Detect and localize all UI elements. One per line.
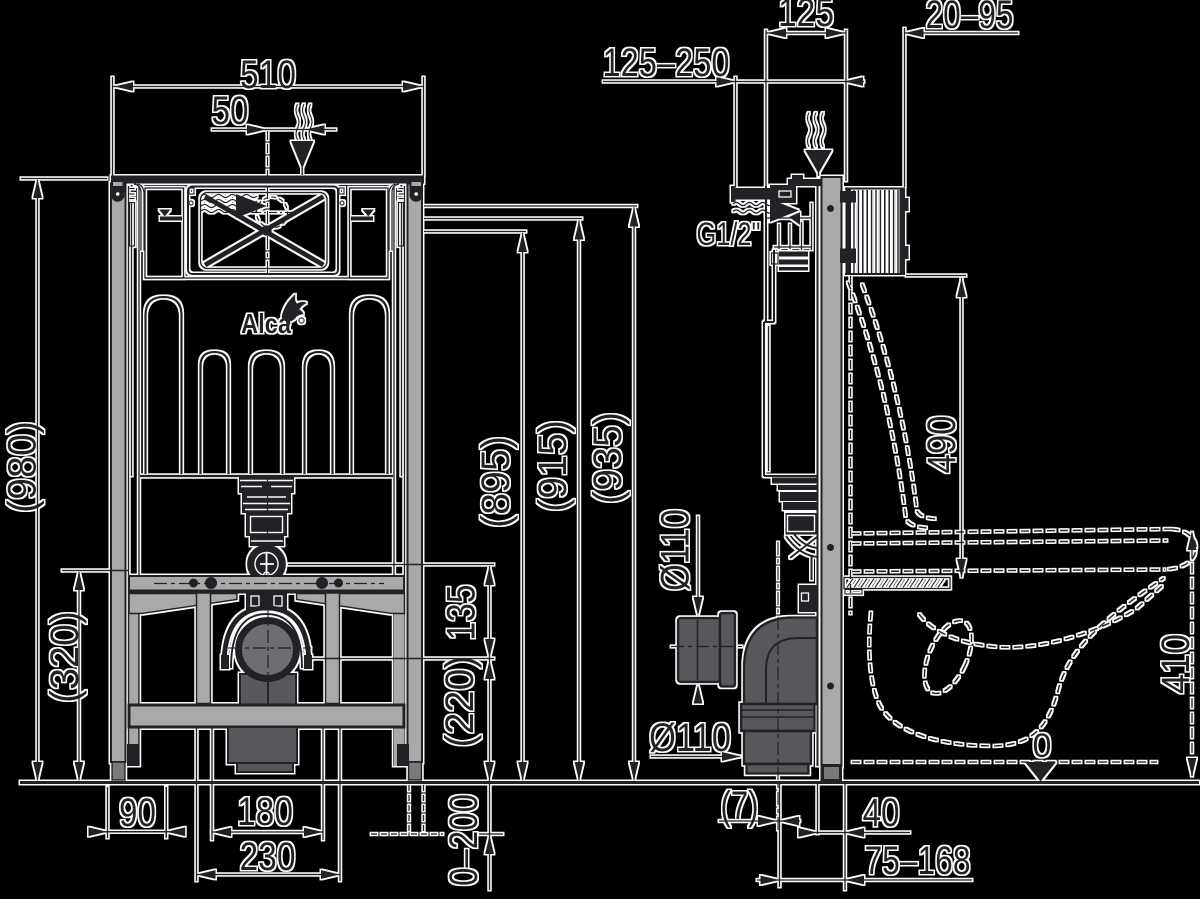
svg-text:50: 50 [212, 89, 249, 133]
svg-text:20–95: 20–95 [926, 0, 1014, 37]
svg-text:90: 90 [119, 791, 156, 835]
svg-text:(220): (220) [438, 656, 482, 748]
svg-text:Ø110: Ø110 [649, 716, 731, 760]
svg-text:230: 230 [240, 835, 296, 879]
svg-text:(895): (895) [474, 436, 518, 528]
svg-text:(7): (7) [721, 784, 759, 828]
svg-text:0: 0 [1033, 727, 1052, 765]
svg-text:0–200: 0–200 [442, 794, 486, 886]
svg-text:Ø110: Ø110 [654, 509, 698, 591]
svg-text:75–168: 75–168 [865, 839, 971, 883]
svg-text:(935): (935) [586, 412, 630, 504]
svg-text:410: 410 [1154, 634, 1198, 694]
svg-text:180: 180 [237, 790, 293, 834]
svg-text:(915): (915) [531, 420, 575, 512]
svg-text:G1/2": G1/2" [697, 216, 761, 252]
svg-text:135: 135 [440, 585, 484, 641]
svg-text:(320): (320) [43, 611, 87, 703]
svg-text:125–250: 125–250 [603, 41, 730, 85]
svg-text:(980): (980) [1, 421, 45, 513]
svg-text:125: 125 [778, 0, 834, 35]
svg-text:490: 490 [920, 416, 964, 474]
svg-text:510: 510 [240, 53, 296, 97]
svg-text:40: 40 [863, 791, 900, 835]
